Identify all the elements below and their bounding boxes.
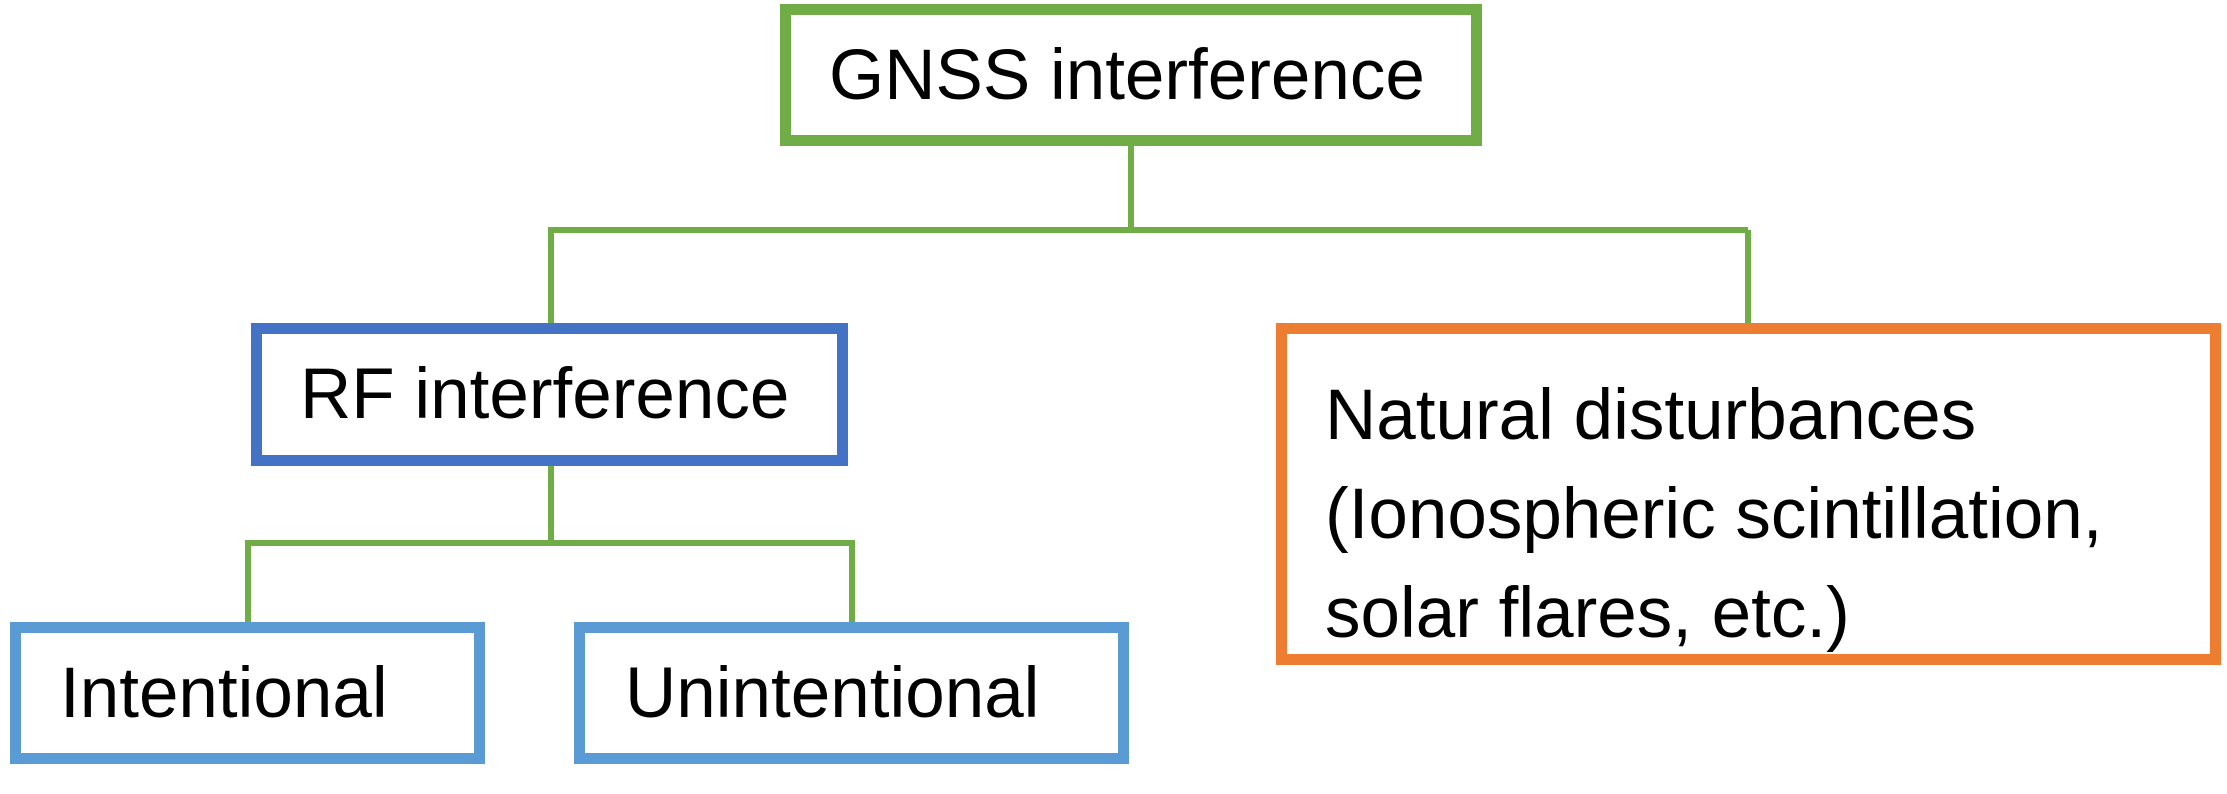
- natural-line-1: Natural disturbances: [1325, 376, 1977, 455]
- natural-line-2: (Ionospheric scintillation,: [1325, 475, 2103, 554]
- node-unintentional-label: Unintentional: [625, 653, 1040, 733]
- node-gnss-interference: GNSS interference: [780, 4, 1482, 146]
- natural-line-3: solar flares, etc.): [1325, 574, 1850, 653]
- node-rf-interference: RF interference: [251, 323, 848, 466]
- node-intentional-label: Intentional: [60, 653, 388, 733]
- node-natural-disturbances: Natural disturbances (Ionospheric scinti…: [1276, 323, 2221, 665]
- node-unintentional: Unintentional: [574, 622, 1129, 764]
- node-gnss-interference-label: GNSS interference: [829, 35, 1425, 115]
- node-intentional: Intentional: [10, 622, 485, 764]
- node-natural-disturbances-text: Natural disturbances (Ionospheric scinti…: [1325, 366, 2102, 663]
- node-rf-interference-label: RF interference: [300, 355, 790, 434]
